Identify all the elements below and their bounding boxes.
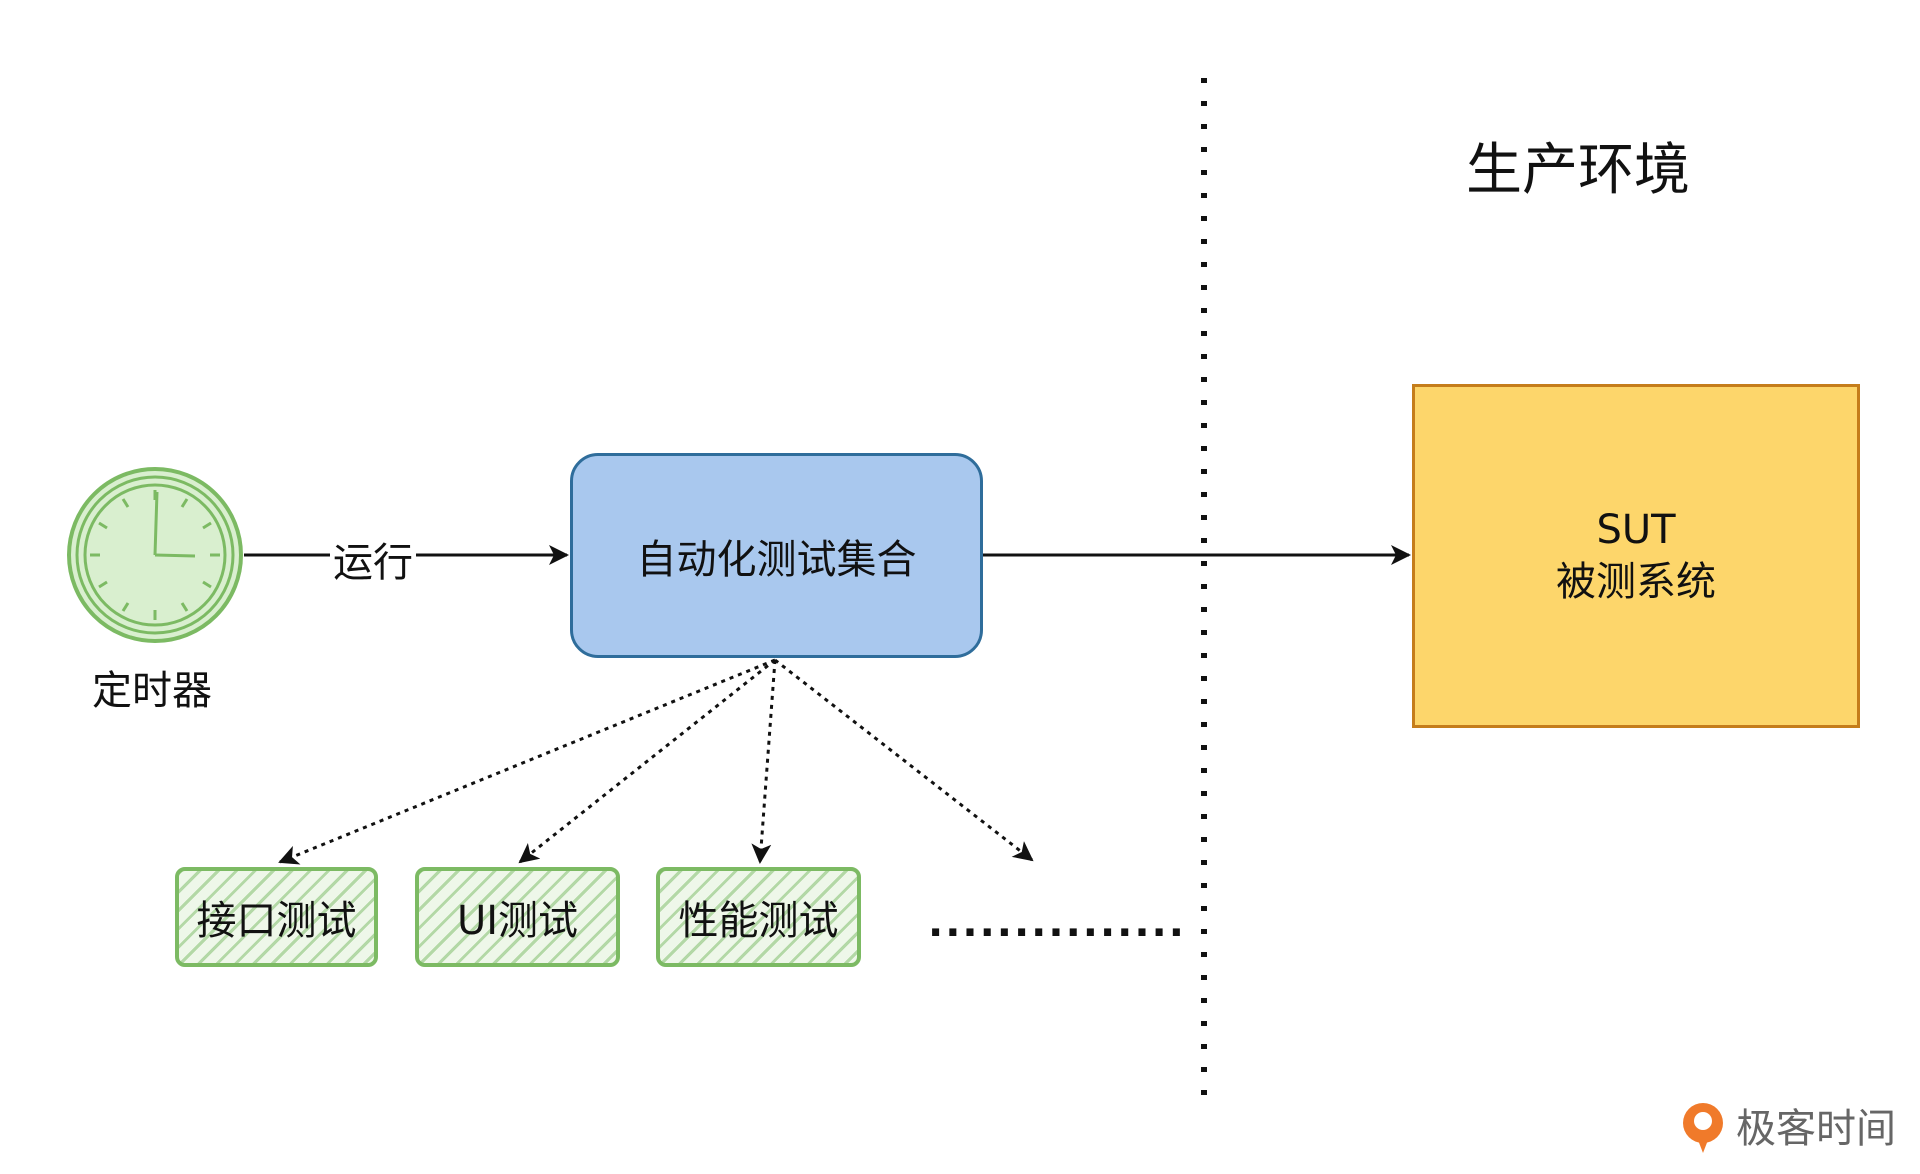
brand-name: 极客时间 — [1736, 1106, 1896, 1152]
edge-to-more-tests — [774, 658, 1034, 862]
production-environment-label: 生产环境 — [1466, 138, 1690, 203]
ui-test-label: UI测试 — [456, 898, 579, 944]
clock-icon — [67, 467, 243, 643]
timer-label: 定时器 — [92, 668, 212, 714]
sut-node: SUT 被测系统 — [1412, 384, 1860, 728]
edge-to-ui-test — [518, 658, 776, 864]
performance-test-label: 性能测试 — [678, 898, 839, 944]
run-edge-label: 运行 — [330, 530, 416, 588]
edge-to-perf-test — [751, 659, 777, 864]
brand-logo-icon — [1683, 1103, 1723, 1153]
api-test-label: 接口测试 — [196, 898, 357, 944]
edge-to-api-test — [278, 658, 776, 865]
more-tests-ellipsis: ............... — [928, 900, 1186, 946]
performance-test-node: 性能测试 — [656, 867, 861, 967]
automation-suite-label: 自动化测试集合 — [636, 536, 917, 583]
brand-watermark: 极客时间 — [1680, 1096, 1896, 1154]
ui-test-node: UI测试 — [415, 867, 620, 967]
automation-suite-node: 自动化测试集合 — [570, 453, 983, 658]
sut-label-line2: 被测系统 — [1556, 559, 1716, 605]
sut-label-line1: SUT — [1596, 507, 1676, 553]
api-test-node: 接口测试 — [175, 867, 378, 967]
